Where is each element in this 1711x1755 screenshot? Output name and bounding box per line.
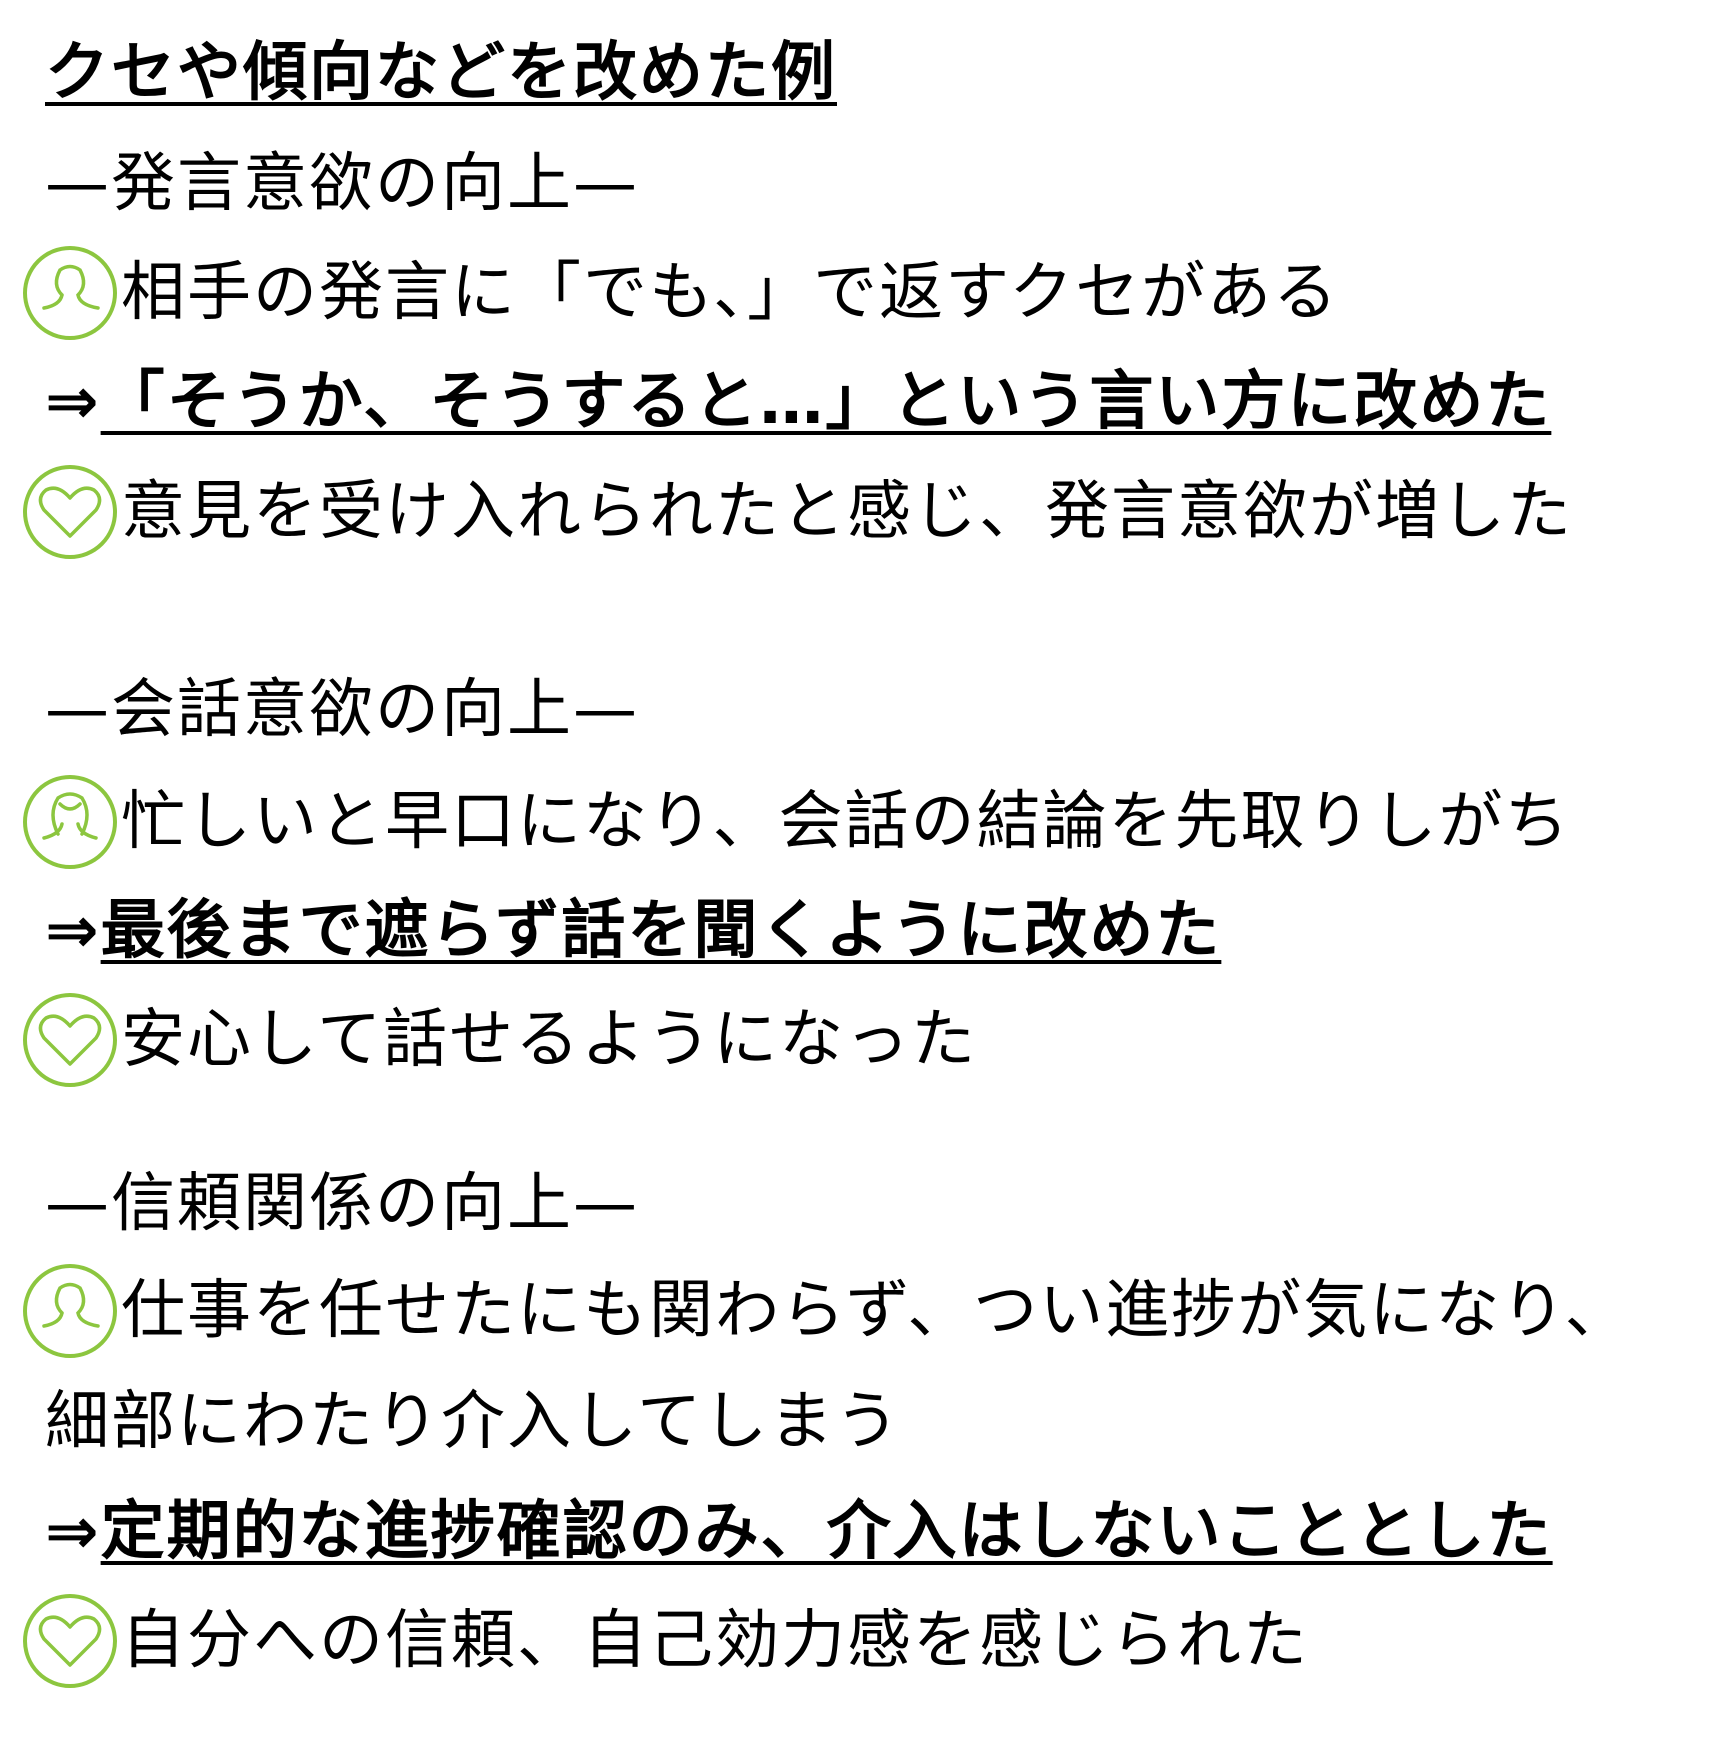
page-title: クセや傾向などを改めた例 bbox=[45, 36, 837, 110]
action-line: ⇒定期的な進捗確認のみ、介入はしないこととした bbox=[45, 1492, 1553, 1572]
habit-text: 相手の発言に「でも、」で返すクセがある bbox=[121, 256, 1340, 330]
arrow: ⇒ bbox=[45, 365, 101, 439]
arrow: ⇒ bbox=[45, 1495, 101, 1569]
action-text: 「そうか、そうすると…」という言い方に改めた bbox=[100, 365, 1552, 439]
arrow: ⇒ bbox=[45, 894, 101, 968]
action-text: 定期的な進捗確認のみ、介入はしないこととした bbox=[100, 1495, 1553, 1569]
person-short-hair-icon bbox=[23, 1264, 117, 1358]
result-text: 安心して話せるようになった bbox=[121, 1003, 978, 1077]
habit-text-continued: 細部にわたり介入してしまう bbox=[45, 1385, 902, 1459]
action-text: 最後まで遮らず話を聞くように改めた bbox=[100, 894, 1222, 968]
result-text: 自分への信頼、自己効力感を感じられた bbox=[121, 1604, 1309, 1678]
heart-icon bbox=[23, 993, 117, 1087]
action-line: ⇒最後まで遮らず話を聞くように改めた bbox=[45, 891, 1221, 971]
person-short-hair-icon bbox=[23, 246, 117, 340]
result-text: 意見を受け入れられたと感じ、発言意欲が増した bbox=[121, 475, 1573, 549]
heart-icon bbox=[23, 1594, 117, 1688]
section-heading: —信頼関係の向上— bbox=[45, 1167, 639, 1241]
heart-icon bbox=[23, 465, 117, 559]
section-heading: —発言意欲の向上— bbox=[45, 147, 639, 221]
section-heading: —会話意欲の向上— bbox=[45, 673, 639, 747]
habit-text: 仕事を任せたにも関わらず、つい進捗が気になり、 bbox=[121, 1274, 1631, 1348]
action-line: ⇒「そうか、そうすると…」という言い方に改めた bbox=[45, 362, 1551, 442]
person-long-hair-icon bbox=[23, 775, 117, 869]
habit-text: 忙しいと早口になり、会話の結論を先取りしがち bbox=[121, 785, 1571, 859]
